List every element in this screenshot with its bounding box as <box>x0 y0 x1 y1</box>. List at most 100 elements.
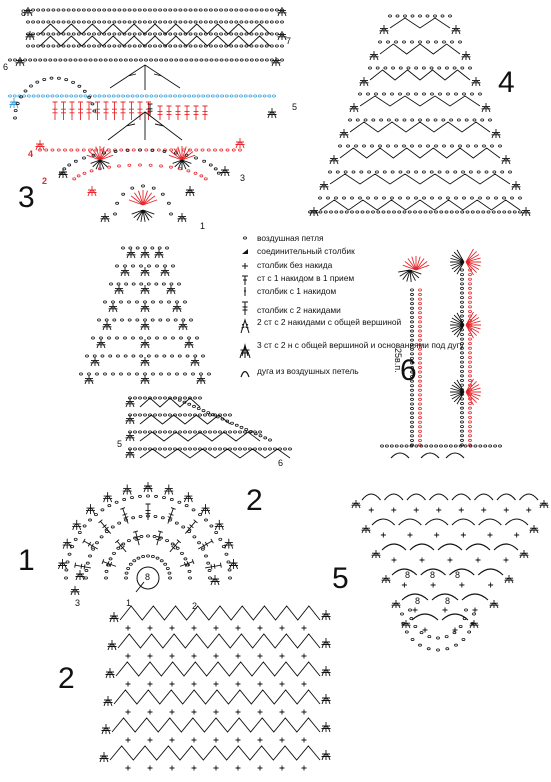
chain-stitch <box>410 347 414 351</box>
chain-stitch <box>194 156 198 160</box>
bottom-label-3: 3 <box>75 598 80 608</box>
chain-stitch <box>203 20 208 24</box>
chain-stitch <box>123 264 127 268</box>
chain-stitch <box>406 66 411 70</box>
chain-stitch <box>146 282 151 286</box>
chain-stitch <box>398 92 402 96</box>
chain-stitch <box>168 518 172 522</box>
chain-stitch <box>150 318 155 322</box>
zigzag-row <box>117 633 321 649</box>
chain-stitch <box>107 336 111 340</box>
chain-stitch <box>148 20 152 24</box>
tr3tog-cluster <box>277 31 287 41</box>
chain-stitch <box>410 352 414 356</box>
chain-stitch <box>122 20 127 24</box>
legend-item-slip-stitch: соединительный столбик <box>242 246 355 256</box>
chain-stitch <box>26 32 30 36</box>
tr3tog-cluster <box>100 213 110 223</box>
chain-stitch <box>128 562 133 566</box>
chain-stitch <box>150 148 155 152</box>
chain-stitch <box>107 165 111 169</box>
tr3tog-cluster <box>125 398 135 408</box>
chain-stitch <box>410 384 414 388</box>
chain-stitch <box>84 569 89 573</box>
treble-stitch <box>78 101 83 120</box>
chain-stitch <box>183 8 188 12</box>
chain-stitch <box>239 58 244 62</box>
chain-stitch <box>460 268 464 272</box>
chain-stitch <box>85 561 90 565</box>
chain-stitch <box>448 444 453 448</box>
single-crochet <box>213 653 219 659</box>
chain-arc <box>390 452 410 459</box>
chain-stitch <box>313 210 318 214</box>
chain-stitch <box>188 8 193 12</box>
chain-stitch <box>410 288 414 292</box>
chain-stitch <box>426 40 430 44</box>
chain-stitch <box>130 186 135 190</box>
chain-stitch <box>264 58 269 62</box>
chain-stitch <box>198 430 202 434</box>
chain-stitch <box>168 94 173 98</box>
chain-stitch <box>92 109 97 113</box>
chain-stitch <box>409 617 414 621</box>
chain-stitch <box>460 210 465 214</box>
chain-stitch <box>263 447 267 451</box>
chain-stitch <box>160 192 165 196</box>
chain-stitch <box>468 273 472 277</box>
chain-stitch <box>288 447 292 451</box>
chain-stitch <box>97 318 101 322</box>
section-label-1: 1 <box>18 544 35 577</box>
chain-arc <box>493 543 519 551</box>
chain-stitch <box>81 8 86 12</box>
chain-stitch <box>83 58 88 62</box>
zigzag-row <box>139 414 231 425</box>
chain-stitch <box>117 32 122 36</box>
chain-stitch <box>259 58 264 62</box>
chain-stitch <box>445 170 450 174</box>
chain-stitch <box>50 148 55 152</box>
single-crochet <box>257 765 263 771</box>
chain-stitch <box>410 356 414 360</box>
single-crochet <box>147 737 153 743</box>
chain-stitch <box>108 557 113 561</box>
s5-ring-label-e: 8 <box>445 596 450 606</box>
chain-stitch <box>171 336 175 340</box>
chain-stitch <box>468 291 472 295</box>
tr3tog-cluster <box>471 77 481 87</box>
chain-stitch <box>248 447 252 451</box>
tr3tog-cluster <box>501 155 511 165</box>
chain-stitch <box>478 196 482 200</box>
chain-stitch <box>234 32 239 36</box>
chain-stitch <box>363 118 368 122</box>
chain-stitch <box>193 447 197 451</box>
chain-stitch <box>163 336 167 340</box>
chain-stitch <box>414 196 418 200</box>
chain-stitch <box>127 300 131 304</box>
tr3tog-cluster <box>359 77 369 87</box>
chain-stitch <box>59 171 64 175</box>
chain-stitch <box>461 170 465 174</box>
chain-stitch <box>165 246 169 250</box>
chain-stitch <box>123 354 128 358</box>
single-crochet <box>235 653 241 659</box>
chain-stitch <box>178 8 183 12</box>
single-crochet <box>125 625 131 631</box>
chain-stitch <box>173 32 178 36</box>
chain-stitch <box>385 444 389 448</box>
chain-stitch <box>163 8 168 12</box>
single-crochet <box>191 681 197 687</box>
chain-stitch <box>258 430 262 434</box>
svg-text:дуга из воздушных петель: дуга из воздушных петель <box>257 366 359 376</box>
chain-stitch <box>500 170 505 174</box>
tr3tog-cluster <box>107 640 117 651</box>
tr3tog-cluster <box>166 285 176 295</box>
chain-stitch <box>323 210 328 214</box>
chain-stitch <box>13 116 17 120</box>
chain-stitch <box>193 32 198 36</box>
chain-stitch <box>204 58 209 62</box>
chain-stitch <box>460 66 465 70</box>
chain-stitch <box>121 542 126 546</box>
single-crochet <box>279 737 285 743</box>
chain-stitch <box>339 210 344 214</box>
